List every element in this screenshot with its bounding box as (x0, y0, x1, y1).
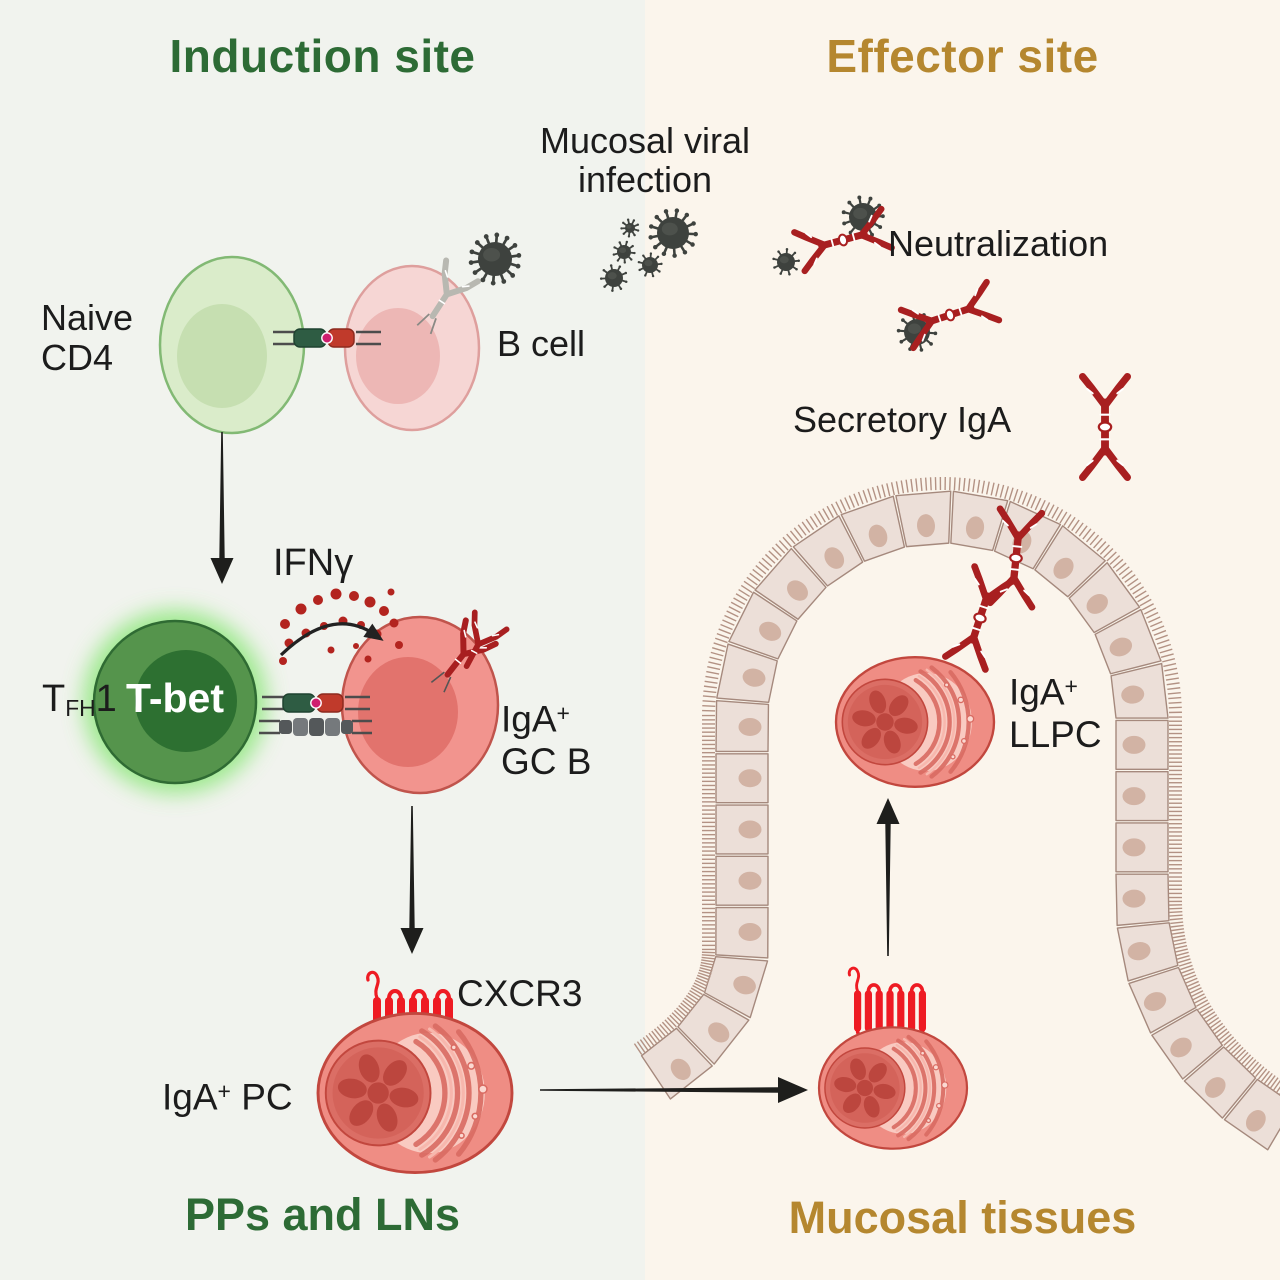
pps-lns-footer: PPs and LNs (184, 1189, 461, 1240)
neutralization-label: Neutralization (888, 223, 1109, 264)
virus-particle-icon (841, 195, 885, 239)
secretory-iga-label: Secretory IgA (793, 399, 1012, 440)
flow-arrows (210, 432, 900, 1103)
virus-particle-icon (620, 218, 640, 238)
virus-particle-icon (468, 232, 522, 286)
mucosal-epithelium-icon (633, 477, 1280, 1151)
dimeric-iga-antibody-icon (945, 567, 1014, 670)
ifn-gamma-arrow (279, 622, 384, 657)
secretory-iga-icon (1083, 377, 1128, 478)
mucosal-tissues-footer: Mucosal tissues (788, 1192, 1137, 1243)
b-cell-label: B cell (497, 323, 586, 364)
cxcr3-label: CXCR3 (457, 973, 583, 1014)
iga-gc-b-label: IgA+ GC B (501, 698, 592, 783)
iga-llpc-label: IgA+ LLPC (1009, 671, 1102, 756)
iga-bcr-icon (423, 612, 507, 693)
b-cell-receptor-icon (408, 261, 478, 335)
mucosal-viral-infection-label: Mucosal viral infection (539, 120, 751, 200)
virus-particles (468, 195, 938, 352)
tfh1-label: TFH1 (42, 678, 117, 722)
virus-particle-icon (599, 264, 628, 292)
iga-gc-b-cell (340, 615, 500, 795)
ifn-gamma-dots (279, 588, 403, 665)
virus-particle-icon (637, 252, 663, 278)
iga-plasma-cell (318, 1013, 512, 1172)
iga-llpc-cell (836, 657, 994, 787)
naive-cd4-label: Naive CD4 (41, 297, 134, 378)
t-bet-label: T-bet (126, 675, 224, 721)
dimeric-iga-antibody-icon (794, 209, 891, 271)
tfh1-tbet-cell (83, 610, 267, 794)
virus-particle-icon (612, 240, 636, 264)
virus-particle-icon (648, 208, 698, 258)
naive-cd4-cell (158, 255, 306, 435)
mucosal-plasma-cell (819, 1027, 967, 1148)
ifn-gamma-label: IFNγ (273, 542, 354, 584)
induction-site-title: Induction site (169, 30, 476, 82)
virus-particle-icon (772, 247, 800, 276)
iga-pc-label: IgA+ PC (162, 1076, 293, 1118)
effector-site-title: Effector site (826, 30, 1099, 82)
